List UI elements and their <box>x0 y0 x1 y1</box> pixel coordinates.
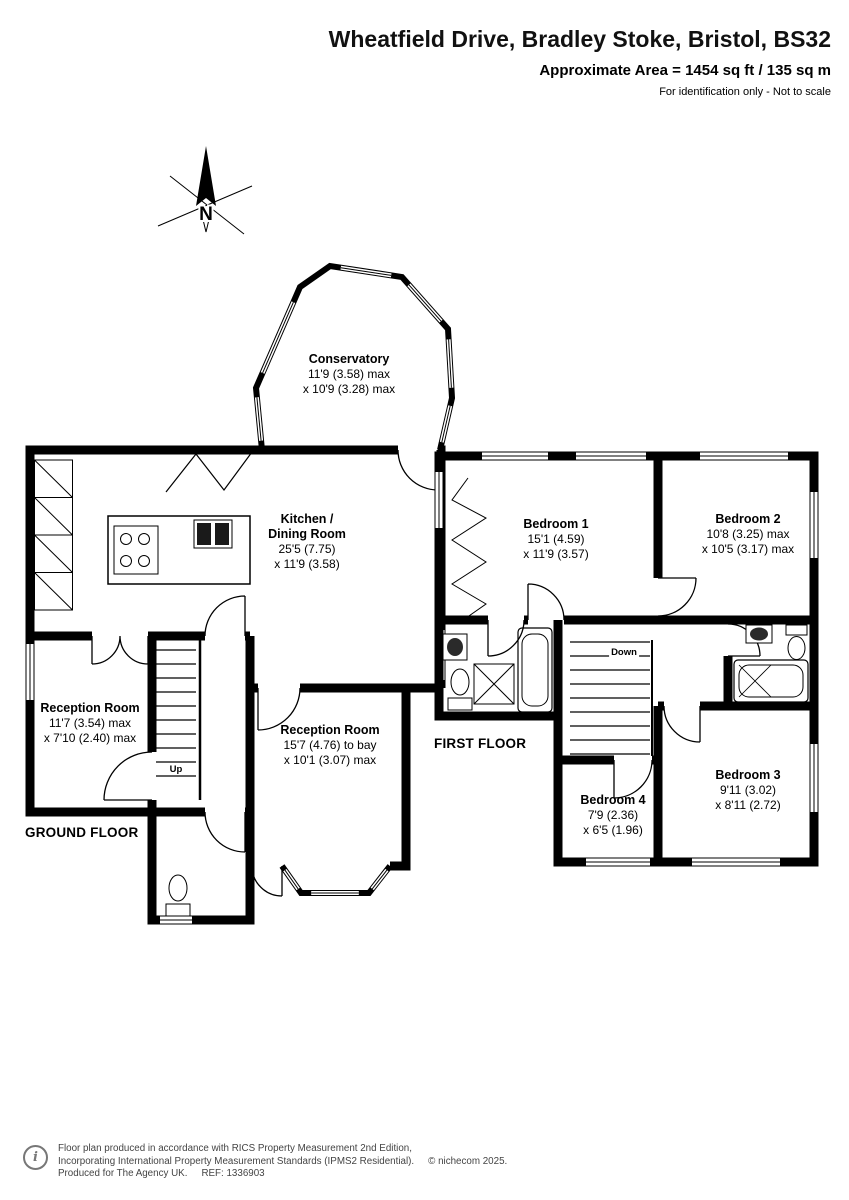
footer-line2-text: Incorporating International Property Mea… <box>58 1155 415 1167</box>
first-floor-walls <box>434 451 819 867</box>
ground-floor-walls <box>25 445 446 925</box>
footer-copyright: © nichecom 2025. <box>428 1155 508 1167</box>
footer-ref: REF: 1336903 <box>201 1168 265 1179</box>
room-dim: x 10'9 (3.28) max <box>302 382 396 396</box>
room-dim: 11'9 (3.58) max <box>307 367 391 381</box>
room-name: Kitchen / Dining Room <box>268 512 346 541</box>
room-dim: 10'8 (3.25) max <box>706 527 790 541</box>
footer-line3: Produced for The Agency UK. REF: 1336903 <box>58 1168 507 1181</box>
footer-line2: Incorporating International Property Mea… <box>58 1156 507 1169</box>
room-dim: x 11'9 (3.57) <box>523 547 589 561</box>
ensuite-fixtures <box>733 624 809 703</box>
room-name: Bedroom 1 <box>523 517 589 531</box>
approximate-area: Approximate Area = 1454 sq ft / 135 sq m <box>539 62 831 79</box>
room-dim: x 10'1 (3.07) max <box>283 753 377 767</box>
footer-line3-text: Produced for The Agency UK. <box>58 1168 188 1179</box>
stairs-up-label: Up <box>167 764 185 775</box>
room-label-reception2: Reception Room 15'7 (4.76) to bay x 10'1… <box>260 723 400 768</box>
bath-icon <box>517 627 553 713</box>
room-dim: x 8'11 (2.72) <box>715 798 781 812</box>
first-door-arcs <box>487 577 761 799</box>
room-dim: 25'5 (7.75) <box>278 542 336 556</box>
first-floor-label: FIRST FLOOR <box>434 736 527 751</box>
room-label-kitchen: Kitchen / Dining Room 25'5 (7.75) x 11'9… <box>261 512 353 572</box>
room-label-bedroom1: Bedroom 1 15'1 (4.59) x 11'9 (3.57) <box>486 517 626 562</box>
compass-north-icon: N <box>157 146 253 235</box>
room-name: Conservatory <box>308 352 390 366</box>
info-icon: i <box>23 1145 48 1170</box>
room-name: Bedroom 4 <box>580 793 646 807</box>
bathroom-fixtures <box>442 627 553 713</box>
room-label-bedroom3: Bedroom 3 9'11 (3.02) x 8'11 (2.72) <box>678 768 818 813</box>
sink-icon <box>745 624 773 644</box>
room-dim: x 10'5 (3.17) max <box>701 542 795 556</box>
first-windows <box>435 452 818 866</box>
room-name: Bedroom 2 <box>715 512 781 526</box>
room-dim: x 7'10 (2.40) max <box>43 731 137 745</box>
kitchen-sink-icon <box>193 519 233 549</box>
room-dim: 9'11 (3.02) <box>719 783 777 797</box>
wardrobe-zigzag <box>451 477 487 619</box>
shower-icon <box>473 663 515 705</box>
toilet-icon <box>447 668 473 711</box>
break-line-zigzag <box>165 451 253 493</box>
room-dim: 15'7 (4.76) to bay <box>283 738 377 752</box>
compass-n-label: N <box>199 204 213 225</box>
room-dim: x 6'5 (1.96) <box>583 823 643 837</box>
footer: i Floor plan produced in accordance with… <box>23 1143 507 1181</box>
toilet-icon <box>165 874 191 917</box>
kitchen-island <box>107 515 251 585</box>
room-name: Reception Room <box>40 701 140 715</box>
room-dim: 15'1 (4.59) <box>527 532 585 546</box>
conservatory-windows <box>254 265 454 443</box>
room-name: Reception Room <box>280 723 380 737</box>
room-label-bedroom2: Bedroom 2 10'8 (3.25) max x 10'5 (3.17) … <box>678 512 818 557</box>
footer-line1: Floor plan produced in accordance with R… <box>58 1143 412 1154</box>
sink-icon <box>442 633 468 661</box>
room-label-reception1: Reception Room 11'7 (3.54) max x 7'10 (2… <box>30 701 150 746</box>
room-label-bedroom4: Bedroom 4 7'9 (2.36) x 6'5 (1.96) <box>563 793 663 838</box>
header: Wheatfield Drive, Bradley Stoke, Bristol… <box>329 26 831 98</box>
room-name: Bedroom 3 <box>715 768 781 782</box>
stairs-up <box>156 636 202 800</box>
room-label-conservatory: Conservatory 11'9 (3.58) max x 10'9 (3.2… <box>279 352 419 397</box>
bath-icon <box>733 659 809 703</box>
toilet-icon <box>785 624 808 660</box>
ground-floor-label: GROUND FLOOR <box>25 825 139 840</box>
hob-icon <box>113 525 159 575</box>
room-dim: x 11'9 (3.58) <box>274 557 340 571</box>
room-dim: 11'7 (3.54) max <box>48 716 132 730</box>
kitchen-cupboards <box>34 459 73 611</box>
stairs-down-label: Down <box>609 647 639 658</box>
scale-note: For identification only - Not to scale <box>659 86 831 98</box>
room-dim: 7'9 (2.36) <box>587 808 639 822</box>
page-title: Wheatfield Drive, Bradley Stoke, Bristol… <box>328 26 831 52</box>
footer-text: Floor plan produced in accordance with R… <box>58 1143 507 1181</box>
